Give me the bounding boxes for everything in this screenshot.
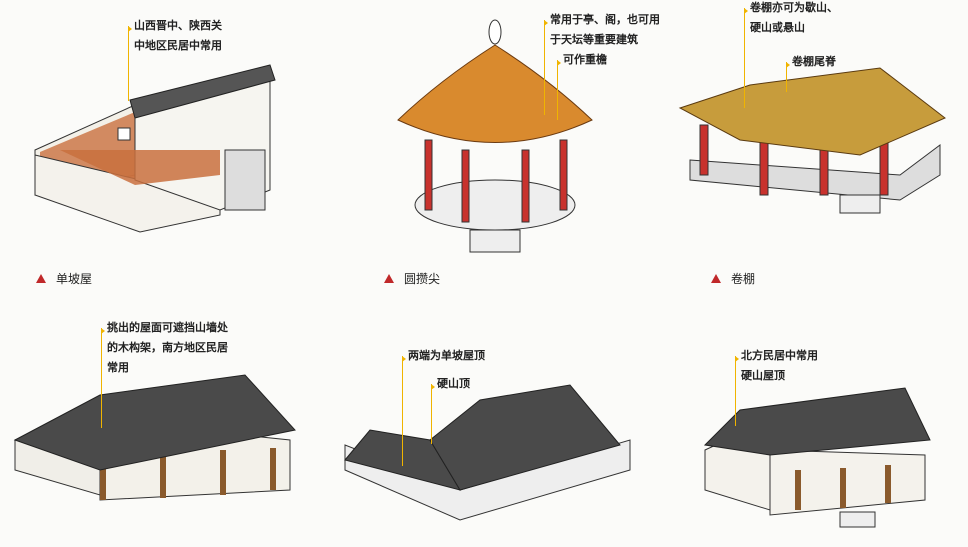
juanpeng-drawing — [678, 67, 946, 214]
hard-gable-complex-drawing — [344, 384, 631, 521]
triangle-marker-icon — [36, 274, 46, 283]
note-round-pavilion-usage: 常用于亭、阁，也可用 于天坛等重要建筑 — [550, 13, 660, 46]
overhanging-gable-house-drawing — [13, 374, 296, 501]
caption-single-slope: 单坡屋 — [36, 270, 92, 287]
triangle-marker-icon — [384, 274, 394, 283]
note-hard-gable: 硬山顶 — [437, 377, 470, 390]
northern-house-drawing — [703, 387, 931, 528]
note-single-slope: 山西晋中、陕西关 中地区民居中常用 — [134, 19, 222, 52]
note-northern-house: 北方民居中常用 硬山屋顶 — [741, 349, 818, 382]
note-double-eave: 可作重檐 — [563, 53, 607, 66]
note-juanpeng-ridge: 卷棚尾脊 — [792, 55, 836, 68]
note-single-slope-ends: 两端为单坡屋顶 — [408, 349, 485, 362]
note-overhanging-gable: 挑出的屋面可遮挡山墙处 的木构架，南方地区民居 常用 — [107, 321, 228, 374]
note-juanpeng-variants: 卷棚亦可为歇山、 硬山或悬山 — [750, 1, 838, 34]
round-pavilion-drawing — [397, 19, 593, 253]
caption-juanpeng: 卷棚 — [711, 270, 755, 287]
single-slope-house-drawing — [34, 64, 276, 233]
triangle-marker-icon — [711, 274, 721, 283]
caption-round-pavilion: 圆攒尖 — [384, 270, 440, 287]
